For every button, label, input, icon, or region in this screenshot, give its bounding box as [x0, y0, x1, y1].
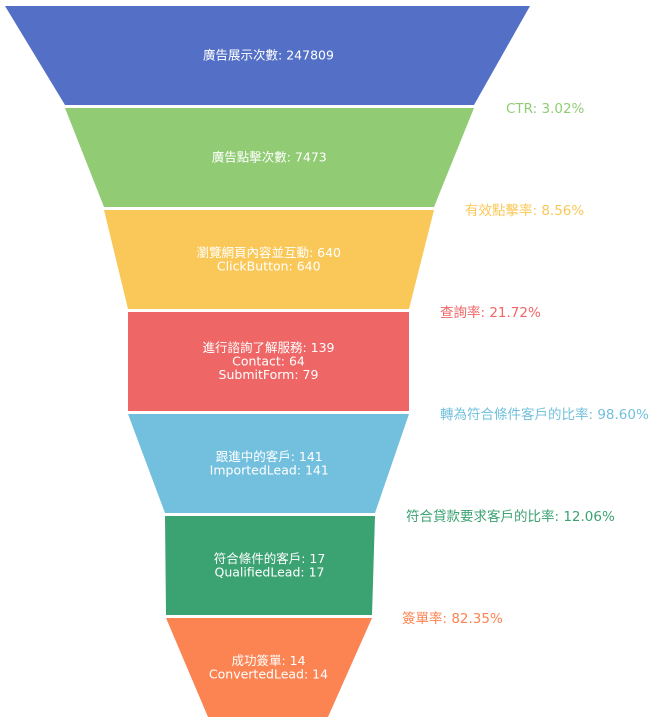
- funnel-stage-6-label: 符合條件的客戶: 17: [214, 551, 326, 566]
- funnel-stage-2: [65, 108, 474, 207]
- conversion-rate-label-4: 轉為符合條件客戶的比率: 98.60%: [440, 406, 649, 423]
- conversion-rate-label-3: 查詢率: 21.72%: [440, 304, 541, 321]
- funnel-stages: 廣告展示次數: 247809 廣告點擊次數: 7473 瀏覽網頁內容並互動: 640…: [5, 6, 530, 717]
- funnel-stage-4-label: 進行諮詢了解服務: 139: [202, 340, 334, 355]
- funnel-stage-7-label: ConvertedLead: 14: [209, 666, 328, 681]
- funnel-stage-4: [128, 312, 409, 411]
- funnel-stage-4-label: SubmitForm: 79: [219, 367, 319, 382]
- funnel-stage-5-label: ImportedLead: 141: [210, 462, 329, 477]
- funnel-stage-3-label: ClickButton: 640: [217, 258, 321, 273]
- funnel-stage-1-label: 廣告展示次數: 247809: [203, 48, 334, 63]
- funnel-stage-2-label: 廣告點擊次數: 7473: [212, 150, 327, 165]
- funnel-stage-6: [165, 516, 375, 615]
- funnel-stage-1: [5, 6, 530, 105]
- funnel-stage-5: [128, 414, 409, 513]
- conversion-rate-label-2: 有效點擊率: 8.56%: [465, 202, 584, 219]
- funnel-stage-3: [104, 210, 434, 309]
- conversion-rate-label-5: 符合貸款要求客戶的比率: 12.06%: [406, 508, 615, 525]
- conversion-rate-label-6: 簽單率: 82.35%: [402, 610, 503, 627]
- funnel-stage-3-label: 瀏覽網頁內容並互動: 640: [196, 245, 341, 260]
- conversion-rate-label-1: CTR: 3.02%: [506, 101, 585, 117]
- funnel-stage-7-label: 成功簽單: 14: [231, 653, 305, 668]
- conversion-rate-labels: CTR: 3.02% 有效點擊率: 8.56% 查詢率: 21.72% 轉為符合條件客…: [402, 101, 649, 627]
- funnel-stage-5-label: 跟進中的客戶: 141: [216, 449, 323, 464]
- funnel-stage-7: [166, 618, 372, 717]
- funnel-stage-4-label: Contact: 64: [232, 354, 305, 369]
- funnel-stage-6-label: QualifiedLead: 17: [215, 564, 325, 579]
